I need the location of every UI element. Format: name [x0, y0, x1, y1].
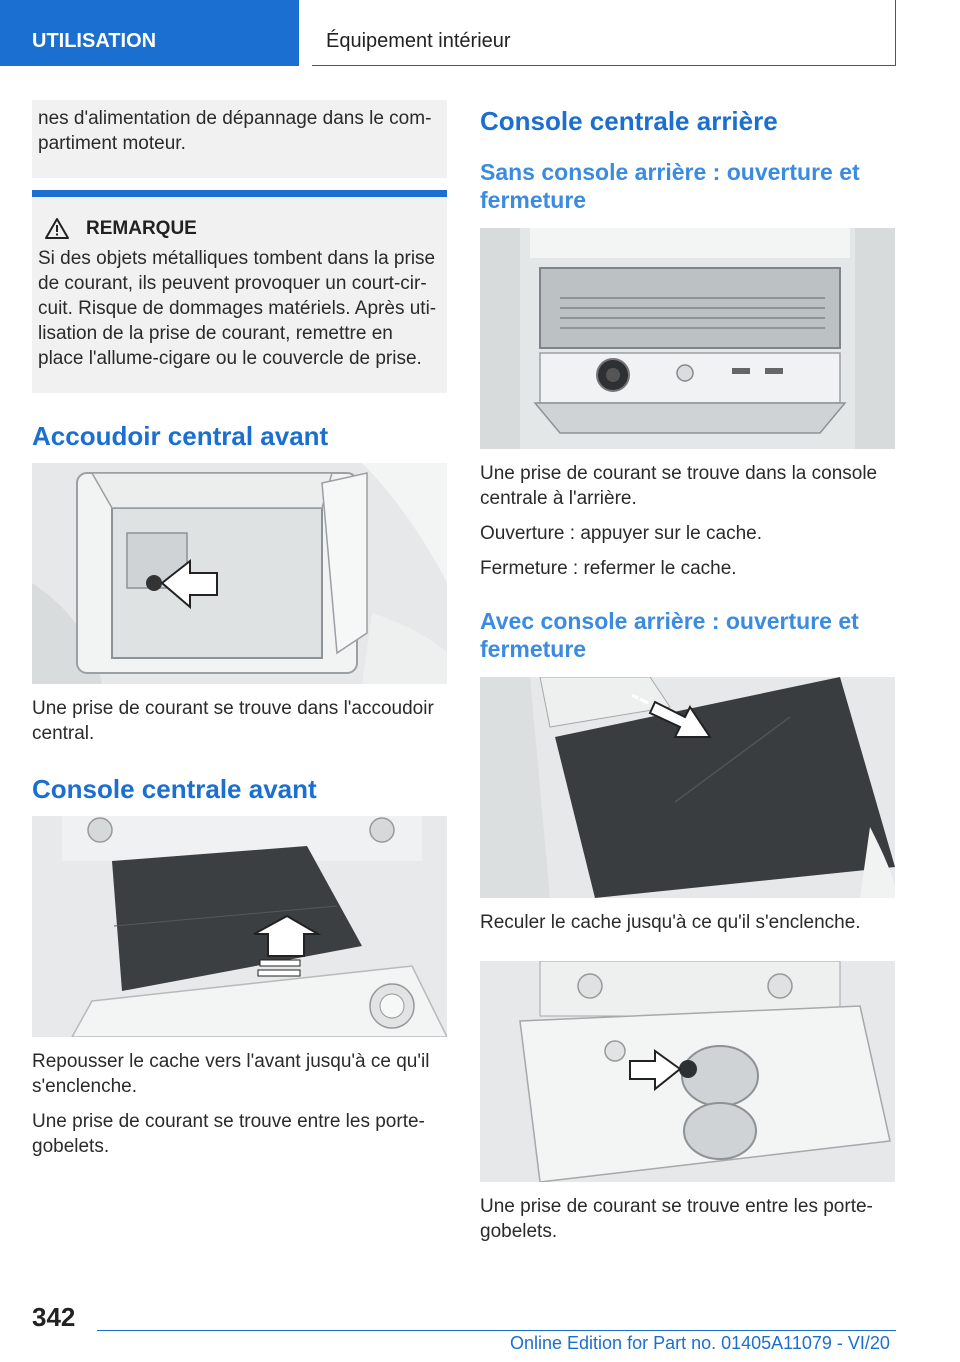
continued-text: nes d'alimentation de dépannage dans le … — [38, 108, 432, 154]
front-console-illustration — [32, 816, 447, 1037]
heading-front-armrest: Accoudoir central avant — [32, 421, 329, 451]
heading-front-console: Console centrale avant — [32, 774, 317, 804]
continued-text-box: nes d'alimentation de dépannage dans le … — [32, 100, 447, 178]
front-console-text-1: Repousser le cache vers l'avant jusqu'à … — [32, 1051, 430, 1097]
header-section-tab: UTILISATION — [0, 0, 299, 66]
front-console-text-2: Une prise de courant se trouve entre les… — [32, 1111, 425, 1157]
rear-console-text-1: Une prise de courant se trouve dans la c… — [480, 463, 878, 509]
rear-cupholder-text: Une prise de courant se trouve entre les… — [480, 1196, 873, 1242]
rear-console-opening-text: Ouverture : appuyer sur le cache. — [480, 523, 762, 544]
rear-console-open-illustration — [480, 228, 895, 449]
heading-with-rear-console: Avec console arrière : ouverture et ferm… — [480, 608, 859, 662]
header-chapter-title: Équipement intérieur — [312, 0, 896, 66]
rear-console-closing-text: Fermeture : refermer le cache. — [480, 558, 737, 579]
remark-text: Si des objets métalliques tombent dans l… — [38, 248, 437, 369]
heading-without-rear-console: Sans console arrière : ouverture et ferm… — [480, 159, 860, 213]
rear-cover-slide-illustration — [480, 677, 895, 898]
right-column: Console centrale arrière Sans console ar… — [480, 100, 895, 1254]
armrest-text: Une prise de courant se trouve dans l'ac… — [32, 698, 434, 744]
footer-edition: Online Edition for Part no. 01405A11079 … — [510, 1333, 890, 1353]
armrest-illustration — [32, 463, 447, 684]
page-number: 342 — [32, 1302, 76, 1332]
heading-rear-console: Console centrale arrière — [480, 106, 778, 136]
remark-box: REMARQUE Si des objets métalliques tombe… — [32, 190, 447, 393]
rear-cover-slide-text: Reculer le cache jusqu'à ce qu'il s'encl… — [480, 912, 861, 933]
warning-triangle-icon — [45, 218, 69, 239]
remark-heading: REMARQUE — [38, 217, 439, 240]
remark-title: REMARQUE — [86, 217, 197, 239]
rear-cupholder-illustration — [480, 961, 895, 1182]
footer-rule — [97, 1330, 896, 1331]
left-column: nes d'alimentation de dépannage dans le … — [32, 100, 447, 1169]
